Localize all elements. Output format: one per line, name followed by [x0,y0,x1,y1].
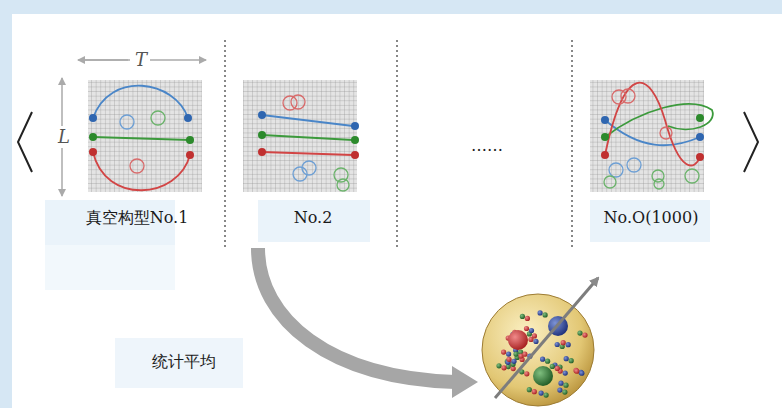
sea-quark [520,314,525,319]
sea-quark [557,388,562,393]
sea-quark [524,326,529,331]
ellipsis: …… [471,136,503,155]
dimension-label: T [133,49,149,71]
sea-quark [573,368,578,373]
sea-quark [544,393,549,398]
sea-quark [574,369,579,374]
sea-quark [540,357,545,362]
sea-quark [550,364,555,369]
sea-quark [579,371,584,376]
sea-quark [501,365,506,370]
sea-quark [563,371,568,376]
sea-quark [524,371,529,376]
sea-quark [539,391,544,396]
panel-caption: 真空构型No.1 [86,208,189,227]
sea-quark [569,358,574,363]
sea-quark [513,352,518,357]
sea-quark [562,390,567,395]
sea-quark [561,340,566,345]
sea-quark [577,331,582,336]
sea-quark [525,316,530,321]
arrow-caption: 统计平均 [152,352,216,371]
panel-caption: No.O(1000) [604,208,699,227]
sea-quark [543,312,548,317]
sea-quark [532,333,537,338]
sea-quark [555,366,560,371]
sea-quark [566,342,571,347]
sea-quark [506,352,511,357]
sea-quark [527,387,532,392]
sea-quark [563,383,568,388]
sea-quark [506,357,511,362]
sea-quark [582,333,587,338]
sea-quark [532,389,537,394]
sea-quark [501,350,506,355]
sea-quark [538,310,543,315]
sea-quark [496,363,501,368]
sea-quark [533,339,538,344]
sea-quark [511,359,516,364]
sea-quark [545,359,550,364]
dimension-label: L [56,126,72,148]
panel-caption: No.2 [294,208,333,227]
sea-quark [558,381,563,386]
sea-quark [564,356,569,361]
sea-quark [555,342,560,347]
sea-quark [529,328,534,333]
sea-quark [522,352,527,357]
